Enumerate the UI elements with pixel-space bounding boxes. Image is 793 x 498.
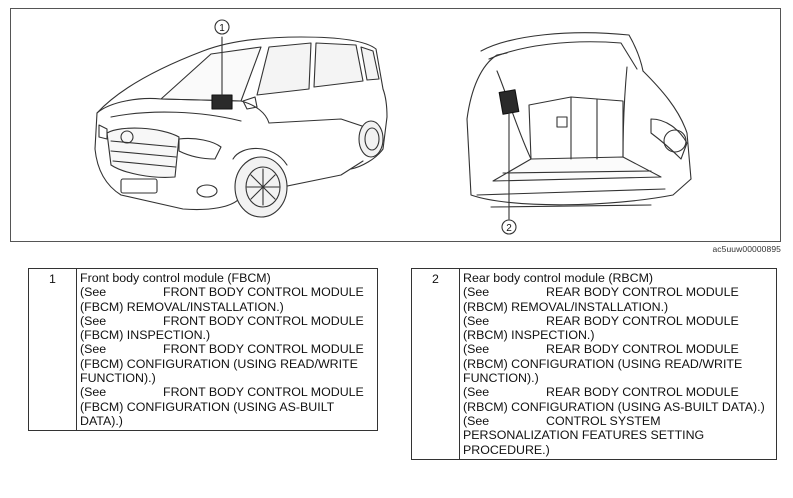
reference-link-3-cont[interactable]: (FBCM) CONFIGURATION (USING READ/WRITE F… xyxy=(80,356,358,386)
front-vehicle-drawing xyxy=(94,19,388,218)
reference-link-2-cont[interactable]: (FBCM) INSPECTION.) xyxy=(80,328,211,343)
legend-number: 1 xyxy=(28,267,77,432)
reference-link-4-cont[interactable]: (FBCM) CONFIGURATION (USING AS-BUILT DAT… xyxy=(80,399,335,428)
reference-link-1-cont[interactable]: (FBCM) REMOVAL/INSTALLATION.) xyxy=(80,299,284,314)
component-location-figure: 1 2 xyxy=(10,8,781,242)
reference-link-2-cont[interactable]: (RBCM) INSPECTION.) xyxy=(463,328,595,343)
reference-link-3-cont[interactable]: (RBCM) CONFIGURATION (USING READ/WRITE F… xyxy=(463,356,743,386)
callout-1-label: 1 xyxy=(219,23,225,34)
component-name: Front body control module (FBCM) xyxy=(80,271,271,285)
reference-link-4-cont[interactable]: (RBCM) CONFIGURATION (USING AS-BUILT DAT… xyxy=(463,399,765,414)
vehicle-illustration: 1 2 xyxy=(94,19,692,235)
legend-number: 2 xyxy=(411,268,460,460)
callout-2-label: 2 xyxy=(506,223,512,234)
rear-vehicle-drawing xyxy=(466,32,692,235)
reference-link-1-cont[interactable]: (RBCM) REMOVAL/INSTALLATION.) xyxy=(463,299,669,314)
component-name: Rear body control module (RBCM) xyxy=(463,271,654,285)
reference-link-5-cont[interactable]: PERSONALIZATION FEATURES SETTING PROCEDU… xyxy=(463,428,705,457)
figure-id: ac5uuw00000895 xyxy=(712,244,781,254)
